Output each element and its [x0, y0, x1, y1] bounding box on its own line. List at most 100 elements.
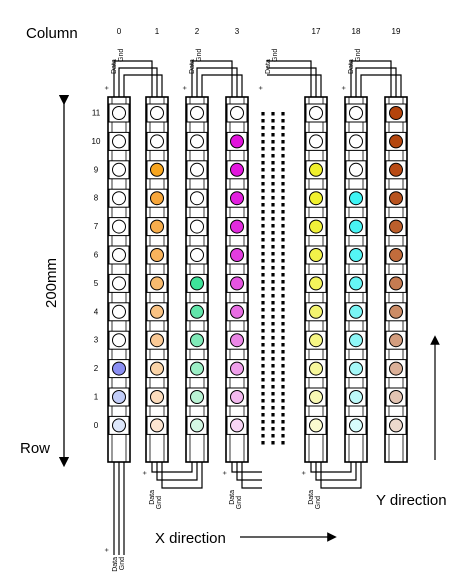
led [349, 248, 363, 262]
led [190, 162, 204, 177]
led [190, 361, 204, 376]
led [230, 191, 244, 206]
led [230, 248, 244, 262]
led [389, 248, 403, 262]
wire-label-data: Data [348, 59, 355, 74]
led [349, 390, 363, 404]
led [190, 106, 204, 120]
led [349, 219, 363, 234]
top-connector-wire [118, 67, 158, 97]
wire-label-plus: + [301, 471, 308, 475]
led [389, 390, 403, 404]
led [230, 219, 244, 234]
led [309, 333, 323, 348]
wire-label-plus: + [104, 548, 111, 552]
led [349, 276, 363, 291]
led [349, 106, 363, 120]
led [112, 191, 126, 206]
top-connector-wire [113, 60, 153, 97]
led [230, 361, 244, 376]
led [389, 304, 403, 319]
led [230, 418, 244, 433]
led [190, 134, 204, 149]
led [112, 390, 126, 404]
wire-label-data: Data [149, 490, 156, 505]
led [112, 418, 126, 433]
top-connector-wire [360, 74, 402, 97]
wire-label-plus: + [104, 86, 111, 90]
led [112, 248, 126, 262]
row-number: 11 [92, 109, 101, 118]
row-number: 9 [94, 165, 99, 174]
led [309, 134, 323, 149]
led [112, 361, 126, 376]
top-connector-wire [355, 67, 397, 97]
wire-label-data: Data [229, 490, 236, 505]
column-number: 17 [312, 27, 321, 36]
column-number: 19 [392, 27, 401, 36]
led [190, 276, 204, 291]
row-label: Row [20, 440, 50, 457]
led [150, 276, 164, 291]
bottom-connector-wire [156, 462, 198, 481]
led [309, 390, 323, 404]
x-direction-label: X direction [155, 530, 226, 547]
wire-label-data: Data [111, 59, 118, 74]
led [309, 276, 323, 291]
top-connector-wire [350, 60, 392, 97]
wire-label-gnd: Gnd [196, 49, 203, 62]
led [112, 276, 126, 291]
led [349, 361, 363, 376]
led [112, 162, 126, 177]
bottom-connector-wire [310, 462, 352, 473]
wire-label-plus: + [222, 471, 229, 475]
led [389, 418, 403, 433]
row-number: 6 [94, 251, 99, 260]
row-number: 0 [94, 421, 99, 430]
led [112, 333, 126, 348]
led [230, 106, 244, 120]
led [190, 219, 204, 234]
led [190, 304, 204, 319]
row-number: 8 [94, 194, 99, 203]
led [389, 276, 403, 291]
led [190, 333, 204, 348]
column-number: 0 [117, 27, 122, 36]
bottom-connector-wire [236, 462, 262, 481]
led [230, 333, 244, 348]
led [230, 134, 244, 149]
column-number: 3 [235, 27, 240, 36]
led [389, 162, 403, 177]
led [309, 191, 323, 206]
wire-label-plus: + [341, 86, 348, 90]
led [230, 390, 244, 404]
bottom-connector-wire [161, 462, 203, 489]
row-number: 1 [94, 393, 99, 402]
wire-label-plus: + [142, 471, 149, 475]
led [150, 219, 164, 234]
bottom-connector-wire [231, 462, 262, 473]
led [389, 333, 403, 348]
row-number: 7 [94, 222, 99, 231]
led [150, 390, 164, 404]
led [349, 162, 363, 177]
top-connector-wire [196, 67, 238, 97]
led [190, 191, 204, 206]
bottom-connector-wire [320, 462, 362, 489]
led [389, 106, 403, 120]
led [230, 162, 244, 177]
led [349, 134, 363, 149]
led [349, 304, 363, 319]
led [389, 191, 403, 206]
column-number: 18 [352, 27, 361, 36]
top-connector-wire [267, 67, 317, 97]
wire-label-plus: + [182, 86, 189, 90]
led [112, 134, 126, 149]
bottom-connector-wire [315, 462, 357, 481]
led [150, 248, 164, 262]
led [112, 219, 126, 234]
led [230, 276, 244, 291]
wire-label-data: Data [189, 59, 196, 74]
